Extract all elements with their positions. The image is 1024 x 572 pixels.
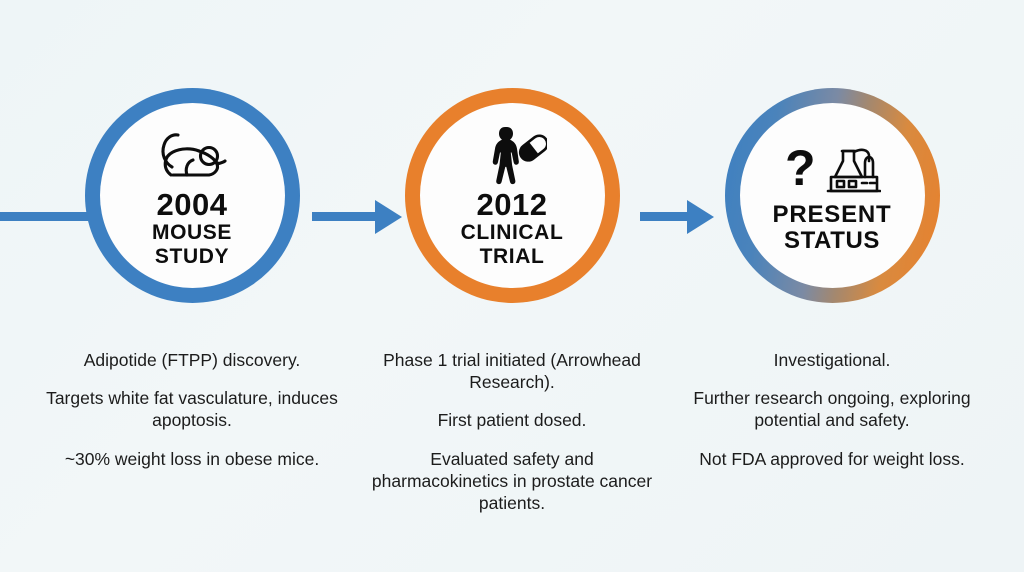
stage-node-clinical-trial[interactable]: 2012 CLINICAL TRIAL: [404, 88, 620, 303]
stage-label-line-1: STATUS: [783, 226, 881, 254]
stage-caption: Phase 1 trial initiated (Arrowhead Resea…: [362, 349, 662, 514]
caption-line: Not FDA approved for weight loss.: [699, 448, 965, 469]
timeline-rail-left: [0, 212, 118, 221]
stage-mouse-study: 2004 MOUSE STUDY Adipotide (FTPP) discov…: [36, 0, 348, 572]
node-face: 2004 MOUSE STUDY: [99, 103, 285, 288]
question-factory-icon: ?: [783, 137, 881, 199]
caption-line: Phase 1 trial initiated (Arrowhead Resea…: [383, 350, 641, 393]
stage-node-mouse-study[interactable]: 2004 MOUSE STUDY: [84, 88, 300, 303]
node-face: 2012 CLINICAL TRIAL: [419, 103, 605, 288]
stage-caption: Investigational. Further research ongoin…: [682, 349, 982, 470]
caption-line: Evaluated safety and pharmacokinetics in…: [371, 448, 653, 514]
svg-text:?: ?: [785, 141, 816, 196]
stage-clinical-trial: 2012 CLINICAL TRIAL Phase 1 trial initia…: [356, 0, 668, 572]
caption-line: Investigational.: [773, 350, 891, 370]
stage-present-status: ?: [676, 0, 988, 572]
stage-label-line-1: CLINICAL: [460, 221, 564, 245]
stage-year: 2004: [156, 186, 228, 222]
caption-line: First patient dosed.: [437, 410, 587, 431]
stage-label-line-1: MOUSE: [151, 221, 232, 245]
caption-line: Targets white fat vasculature, induces a…: [46, 388, 338, 431]
caption-line: Adipotide (FTPP) discovery.: [83, 350, 301, 370]
node-face: ?: [739, 103, 925, 288]
caption-line: ~30% weight loss in obese mice.: [64, 448, 320, 469]
patient-pill-icon: [477, 123, 547, 185]
arrow-2012-to-present: [640, 212, 688, 221]
stage-node-present-status[interactable]: ?: [724, 88, 940, 303]
stage-year: PRESENT: [772, 200, 892, 228]
mouse-icon: [155, 123, 229, 185]
stage-label-line-2: STUDY: [154, 244, 230, 268]
stage-label-line-2: TRIAL: [479, 244, 545, 268]
stage-year: 2012: [476, 186, 548, 222]
arrow-2004-to-2012: [312, 212, 376, 221]
stage-caption: Adipotide (FTPP) discovery. Targets whit…: [42, 349, 342, 470]
caption-line: Further research ongoing, exploring pote…: [693, 388, 971, 431]
